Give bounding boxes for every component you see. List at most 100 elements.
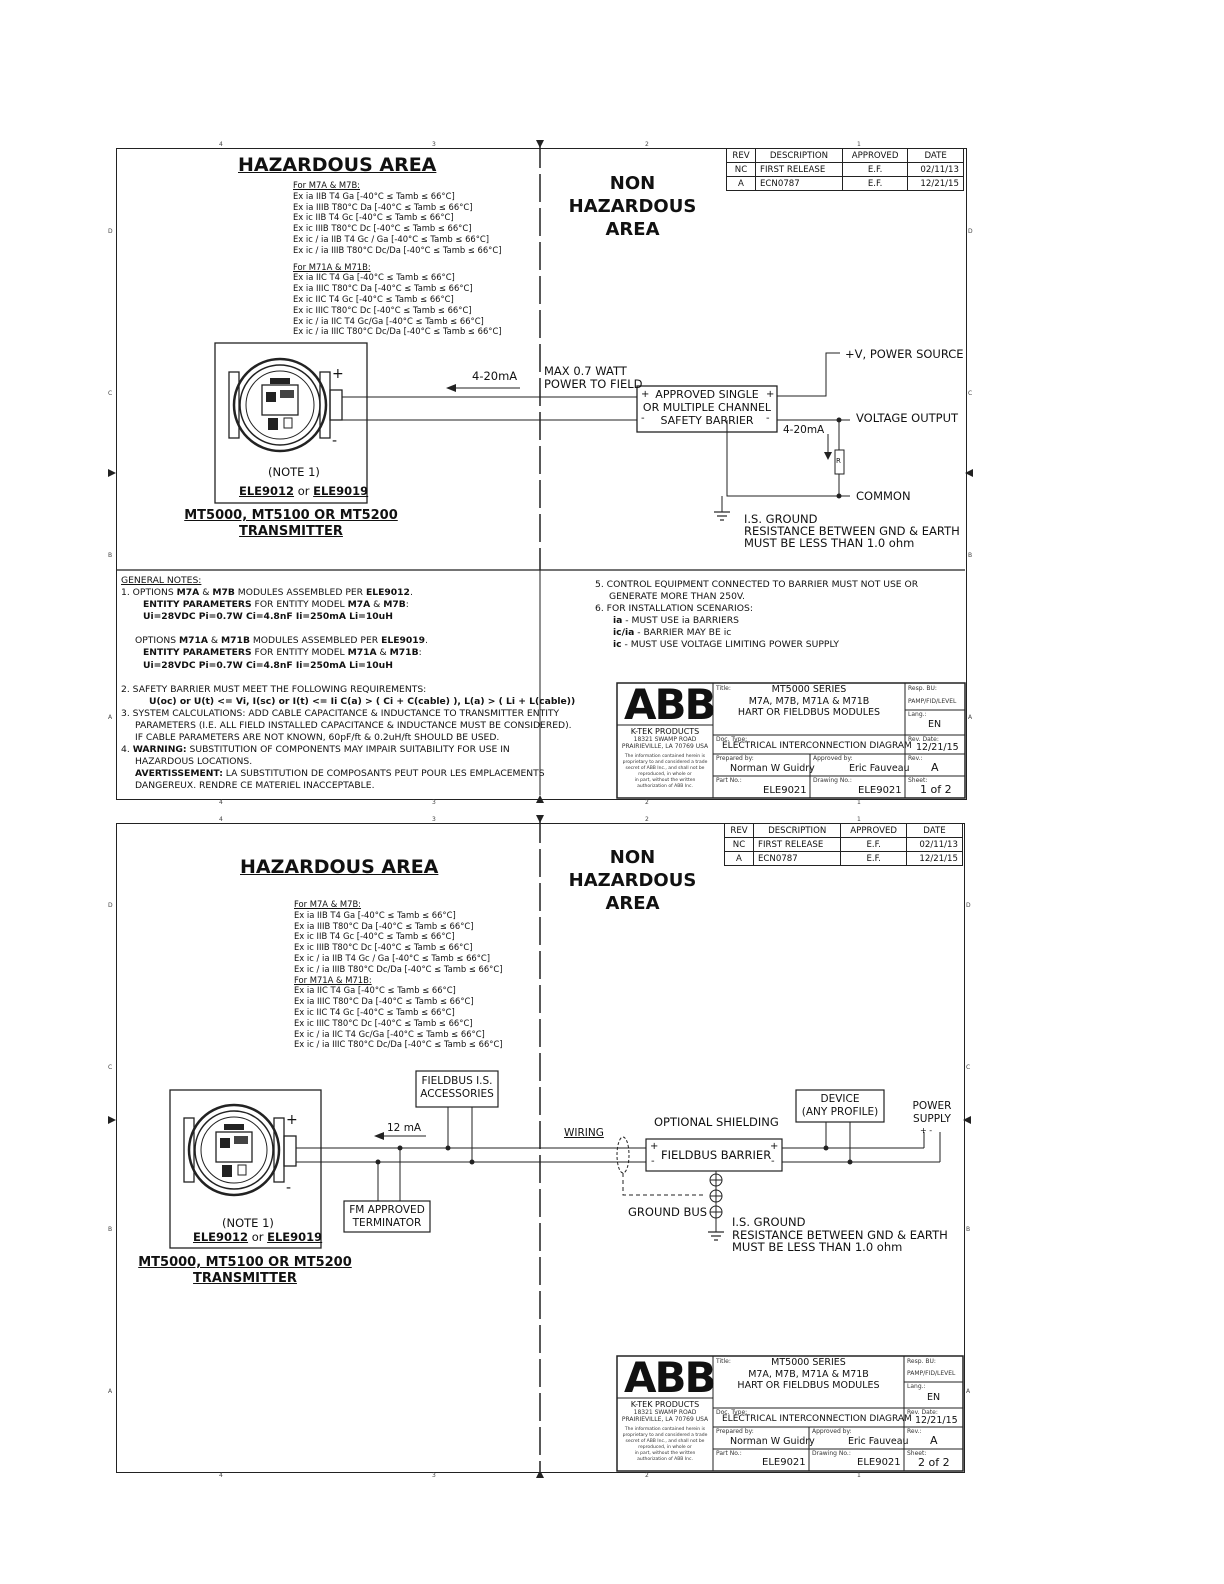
zone-marker: 2	[645, 799, 649, 806]
prepared-value: Norman W Guidry	[730, 1436, 815, 1447]
cert-item: Ex ia IIIB T80°C Da [-40°C ≤ Tamb ≤ 66°C…	[293, 201, 473, 212]
zone-marker: A	[966, 1388, 971, 1395]
transmitter-line: TRANSMITTER	[239, 524, 343, 539]
fieldbus-acc-line: FIELDBUS I.S.	[421, 1075, 493, 1087]
zone-marker: C	[108, 390, 113, 397]
doctype-label: Doc. Type:	[716, 736, 748, 743]
rev-cell: E.F.	[841, 176, 909, 191]
transmitter-caption: MT5000, MT5100 OR MT5200 TRANSMITTER	[180, 508, 402, 540]
certification-list: For M7A & M7B: Ex ia IIB T4 Ga [-40°C ≤ …	[294, 899, 503, 1050]
rev-cell: A	[724, 851, 754, 866]
barrier-plus: +	[770, 1141, 779, 1152]
cert-item: Ex ic / ia IIIC T80°C Dc/Da [-40°C ≤ Tam…	[293, 326, 502, 337]
barrier-line: APPROVED SINGLE	[655, 388, 759, 401]
for-m71-heading: For M71A & M71B:	[294, 974, 372, 985]
zone-marker: C	[966, 1064, 971, 1071]
cert-item: Ex ia IIC T4 Ga [-40°C ≤ Tamb ≤ 66°C]	[294, 985, 456, 996]
revdate-label: Rev. Date:	[907, 1409, 938, 1416]
note-1a: 1. OPTIONS M7A & M7B MODULES ASSEMBLED P…	[121, 587, 413, 599]
current-label: 12 mA	[387, 1122, 422, 1134]
max-power-line: MAX 0.7 WATT	[544, 364, 627, 378]
is-ground-line: MUST BE LESS THAN 1.0 ohm	[744, 536, 915, 550]
device-box: DEVICE (ANY PROFILE)	[796, 1093, 884, 1119]
barrier-minus: -	[771, 1156, 775, 1167]
zone-marker: A	[968, 714, 973, 721]
non-hazardous-title: NON HAZARDOUS AREA	[560, 846, 705, 915]
note1-label: (NOTE 1)	[268, 465, 320, 479]
note-1d: OPTIONS M71A & M71B MODULES ASSEMBLED PE…	[135, 635, 428, 647]
zone-marker: A	[108, 1388, 113, 1395]
transmitter-caption: MT5000, MT5100 OR MT5200 TRANSMITTER	[134, 1255, 356, 1287]
transmitter-line: TRANSMITTER	[193, 1271, 297, 1286]
title-label: Title:	[716, 685, 731, 692]
ele-or: or	[251, 1230, 264, 1244]
non-hazardous-line: AREA	[605, 893, 660, 914]
confidential-notice: The information contained herein is prop…	[622, 1427, 708, 1462]
zone-marker: 1	[857, 1472, 861, 1479]
max-power-label: MAX 0.7 WATT POWER TO FIELD	[544, 365, 643, 391]
is-ground-label: I.S. GROUND RESISTANCE BETWEEN GND & EAR…	[732, 1216, 948, 1254]
is-ground-line: RESISTANCE BETWEEN GND & EARTH	[732, 1227, 948, 1242]
cert-item: Ex ic IIIC T80°C Dc [-40°C ≤ Tamb ≤ 66°C…	[294, 1017, 473, 1028]
note-1f: Ui=28VDC Pi=0.7W Ci=4.8nF Ii=250mA Li=10…	[143, 659, 393, 671]
company-address: PRAIRIEVILLE, LA 70769 USA	[621, 743, 709, 750]
non-hazardous-line: NON	[609, 173, 656, 194]
rev-label: Rev.:	[908, 755, 923, 762]
note-4a: 4. WARNING: SUBSTITUTION OF COMPONENTS M…	[121, 744, 510, 756]
current-label: 4-20mA	[472, 369, 518, 383]
zone-marker: 2	[645, 1472, 649, 1479]
cert-item: Ex ia IIIC T80°C Da [-40°C ≤ Tamb ≤ 66°C…	[293, 283, 473, 294]
drawing-label: Drawing No.:	[812, 1450, 851, 1457]
non-hazardous-line: AREA	[605, 219, 660, 240]
max-power-line: POWER TO FIELD	[544, 377, 643, 391]
zone-marker: 4	[219, 141, 223, 148]
rev-label: Rev.:	[907, 1428, 922, 1435]
drawing-value: ELE9021	[858, 785, 902, 796]
note-1b: ENTITY PARAMETERS FOR ENTITY MODEL M7A &…	[143, 599, 409, 611]
company-name: K-TEK PRODUCTS	[630, 1400, 700, 1409]
optional-shielding-label: OPTIONAL SHIELDING	[654, 1115, 779, 1129]
approved-label: Approved by:	[812, 1428, 852, 1435]
non-hazardous-line: HAZARDOUS	[568, 196, 697, 217]
revision-row: A ECN0787 E.F. 12/21/15	[724, 851, 964, 866]
prepared-label: Prepared by:	[716, 1428, 754, 1435]
company-address: 18321 SWAMP ROAD	[633, 1409, 697, 1416]
cert-item: Ex ic IIC T4 Gc [-40°C ≤ Tamb ≤ 66°C]	[294, 1006, 455, 1017]
ele-b: ELE9019	[267, 1230, 323, 1244]
power-source-label: +V, POWER SOURCE	[845, 347, 964, 361]
confidential-notice: The information contained herein is prop…	[622, 754, 708, 789]
drawing-value: ELE9021	[857, 1457, 901, 1468]
general-notes: GENERAL NOTES: 1. OPTIONS M7A & M7B MODU…	[121, 575, 575, 793]
barrier-plus: +	[641, 389, 650, 400]
company-name: K-TEK PRODUCTS	[630, 727, 700, 736]
cert-item: Ex ic IIIC T80°C Dc [-40°C ≤ Tamb ≤ 66°C…	[293, 304, 472, 315]
zone-marker: D	[966, 902, 971, 909]
zone-marker: 3	[432, 816, 436, 823]
resp-value: PAMP/FID/LEVEL	[908, 698, 957, 705]
zone-marker: 2	[645, 816, 649, 823]
resp-label: Resp. BU:	[908, 685, 937, 692]
title-value: MT5000 SERIES M7A, M7B, M71A & M71B HART…	[737, 684, 881, 718]
zone-marker: 1	[857, 799, 861, 806]
fm-terminator-box: FM APPROVED TERMINATOR	[344, 1204, 430, 1229]
rev-value: A	[931, 761, 939, 774]
current2-label: 4-20mA	[783, 424, 825, 436]
cert-item: Ex ic / ia IIB T4 Gc / Ga [-40°C ≤ Tamb …	[293, 233, 490, 244]
ele-a: ELE9012	[193, 1230, 249, 1244]
cert-item: Ex ic / ia IIIB T80°C Dc/Da [-40°C ≤ Tam…	[294, 963, 503, 974]
fieldbus-acc-line: ACCESSORIES	[420, 1088, 494, 1100]
company-address: 18321 SWAMP ROAD	[633, 736, 697, 743]
title-value: MT5000 SERIES M7A, M7B, M71A & M71B HART…	[737, 1357, 880, 1391]
ele-a: ELE9012	[239, 484, 295, 498]
minus-sign: -	[286, 1180, 292, 1196]
title-label: Title:	[716, 1358, 731, 1365]
zone-marker: D	[108, 228, 113, 235]
ele-b: ELE9019	[313, 484, 369, 498]
barrier-minus: -	[651, 1156, 655, 1167]
note-2: 2. SAFETY BARRIER MUST MEET THE FOLLOWIN…	[121, 683, 427, 695]
note-1e: ENTITY PARAMETERS FOR ENTITY MODEL M71A …	[143, 647, 422, 659]
note-4c: AVERTISSEMENT: LA SUBSTITUTION DE COMPOS…	[135, 768, 545, 780]
zone-marker: 3	[432, 141, 436, 148]
